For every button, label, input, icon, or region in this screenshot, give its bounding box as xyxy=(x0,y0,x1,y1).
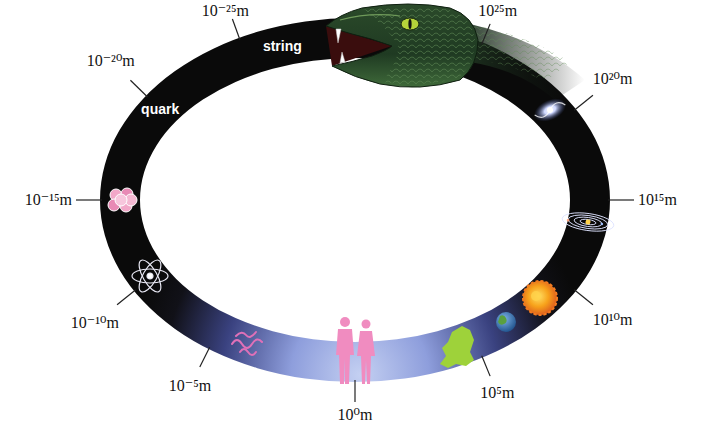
tick-line xyxy=(117,290,136,305)
scale-label: 10¹⁵m xyxy=(638,191,677,209)
scale-label: 10⁵m xyxy=(480,384,514,402)
scale-label: 10²⁵m xyxy=(478,2,517,20)
tick-line xyxy=(232,19,240,40)
atom-icon xyxy=(135,257,165,295)
tick-line xyxy=(200,347,210,367)
tick-line xyxy=(482,24,490,44)
people-icon xyxy=(340,317,350,327)
earth-icon xyxy=(496,312,516,332)
solar-system-icon xyxy=(567,219,570,222)
scale-label: 10¹⁰m xyxy=(593,311,633,329)
proton-icon xyxy=(108,188,137,212)
sun-icon xyxy=(531,291,541,301)
solar-system-icon xyxy=(567,213,608,231)
tick-line xyxy=(354,380,355,402)
microbe-icon xyxy=(232,332,262,355)
netherlands-icon xyxy=(440,326,474,368)
tick-line xyxy=(482,356,490,376)
snake-head xyxy=(326,4,478,87)
galaxy-icon xyxy=(530,94,569,126)
earth-icon xyxy=(498,315,507,324)
people-icon xyxy=(357,331,375,384)
galaxy-icon xyxy=(530,94,569,126)
scale-label: 10⁻²⁰m xyxy=(87,52,135,70)
particle-label: quark xyxy=(141,101,179,117)
atom-icon xyxy=(132,269,168,283)
particle-label: string xyxy=(263,38,302,54)
netherlands-icon xyxy=(440,326,474,368)
tick-line xyxy=(574,290,593,305)
snake-body xyxy=(470,24,585,100)
scale-label: 10²⁰m xyxy=(593,70,633,88)
earth-icon xyxy=(496,312,516,332)
galaxy-icon xyxy=(546,106,554,114)
people-icon xyxy=(362,320,371,329)
scale-label: 10⁻¹⁰m xyxy=(71,314,119,332)
tick-line xyxy=(76,199,102,200)
tick-line xyxy=(130,80,147,97)
people-icon xyxy=(336,317,375,384)
snake-fang xyxy=(336,29,341,43)
sun-icon xyxy=(523,281,557,315)
snake-scales xyxy=(470,24,570,82)
scale-label: 10⁻¹⁵m xyxy=(25,191,72,209)
snake-eye xyxy=(401,18,419,30)
solar-system-icon xyxy=(561,210,615,234)
atom-icon xyxy=(132,257,168,295)
microbe-icon xyxy=(240,349,256,355)
proton-icon xyxy=(115,194,127,206)
snake-brow xyxy=(340,15,400,20)
scale-label: 10⁻⁵m xyxy=(169,377,211,395)
solar-system-icon xyxy=(580,218,597,225)
atom-icon xyxy=(147,273,153,279)
atom-icon xyxy=(135,257,165,295)
microbe-icon xyxy=(236,332,256,337)
snake-scales xyxy=(362,6,475,84)
scale-label: 10⁻²⁵m xyxy=(202,2,249,20)
microbe-icon xyxy=(232,339,262,348)
snake-pupil xyxy=(408,19,411,29)
solar-system-icon xyxy=(561,210,615,234)
snake-head xyxy=(326,4,478,87)
people-icon xyxy=(336,329,354,384)
tick-lines xyxy=(76,19,634,402)
tick-line xyxy=(608,199,634,200)
tick-line xyxy=(574,95,593,110)
solar-system-icon xyxy=(600,222,603,225)
sun-icon xyxy=(523,281,557,315)
solar-system-icon xyxy=(585,219,591,225)
scale-label: 10⁰m xyxy=(338,406,373,424)
snake-fang xyxy=(340,52,345,63)
